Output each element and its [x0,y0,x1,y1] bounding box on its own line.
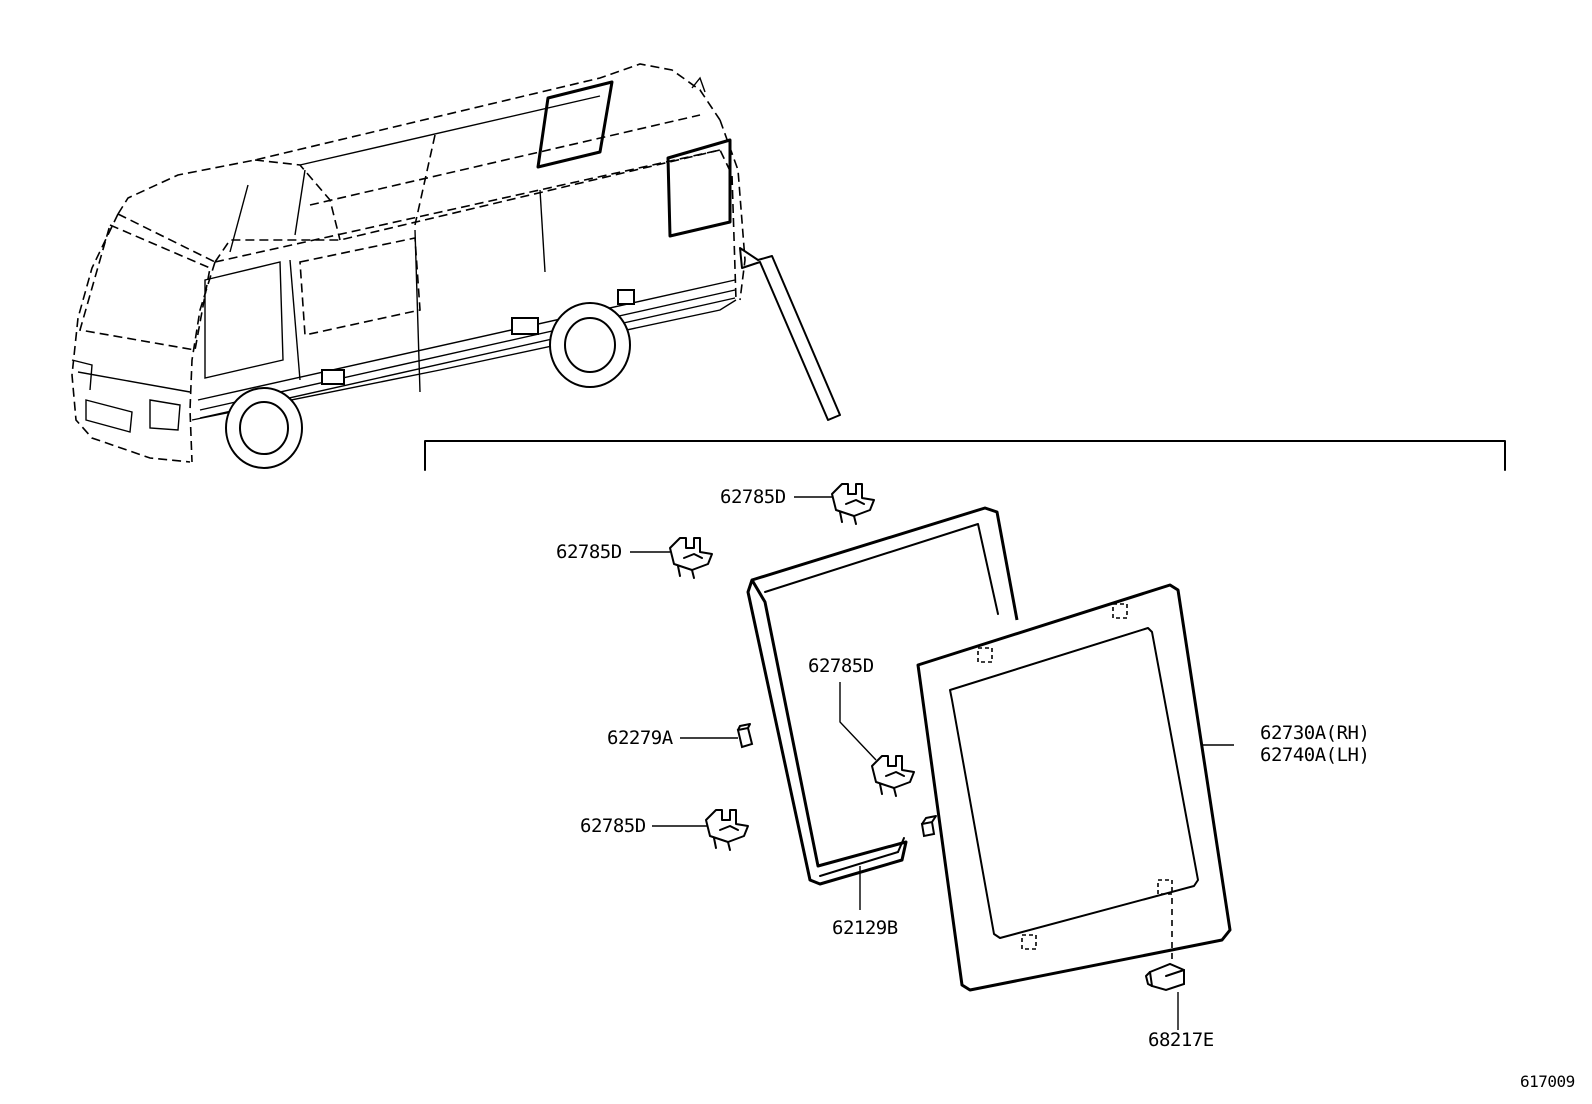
label-clip-top: 62785D [720,486,786,508]
spacer-shape [736,723,754,749]
clip-shape-mid [871,755,915,797]
label-glass-rh: 62730A(RH) [1260,722,1370,744]
spacer-small-shape [920,815,937,838]
weatherstrip-drawing [746,506,1019,886]
label-retainer: 68217E [1148,1029,1214,1051]
group-bracket [424,440,1506,471]
clip-shape-left [669,537,713,579]
quarter-glass-drawing [916,583,1232,992]
clip-shape-bottom [705,809,749,851]
label-glass-lh: 62740A(LH) [1260,744,1370,766]
retainer-shape [1145,962,1185,992]
diagram-id: 617009 [1520,1072,1575,1091]
label-weatherstrip: 62129B [832,917,898,939]
leader-lines [630,496,1234,1030]
label-clip-bottom: 62785D [580,815,646,837]
label-clip-left: 62785D [556,541,622,563]
van-illustration [71,63,841,469]
label-spacer: 62279A [607,727,673,749]
label-clip-mid: 62785D [808,655,874,677]
clip-shape-top [831,483,875,525]
